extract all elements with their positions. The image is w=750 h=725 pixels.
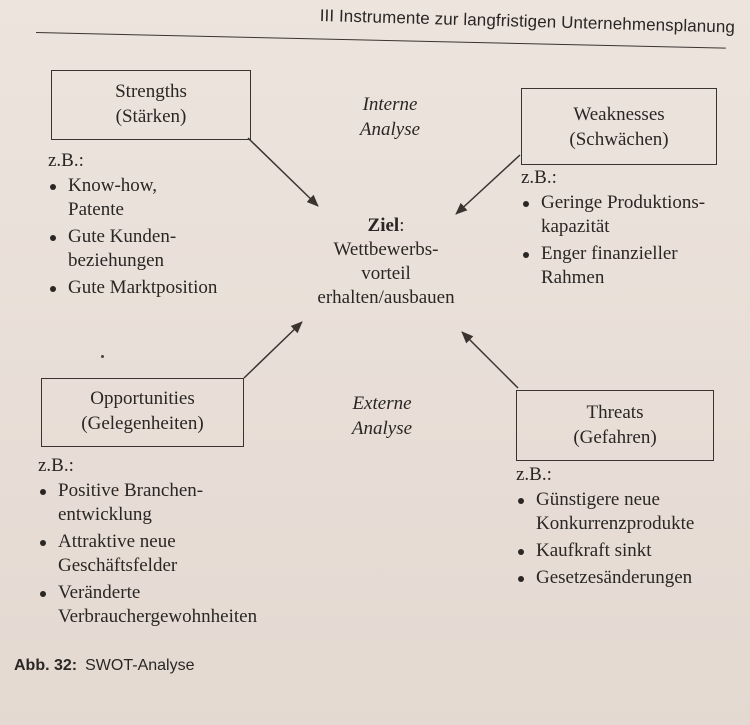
arrow-weaknesses: [455, 154, 521, 215]
opportunities-subtitle: (Gelegenheiten): [81, 413, 204, 434]
bullet-icon: [40, 540, 46, 546]
list-item: Kaufkraft sinkt: [516, 539, 694, 563]
caption-text: SWOT-Analyse: [85, 657, 195, 674]
arrow-threats: [461, 331, 519, 389]
bullet-icon: [523, 252, 529, 258]
strengths-list: Know-how,Patente Gute Kunden-beziehungen…: [48, 174, 217, 303]
strengths-box: Strengths (Stärken): [51, 70, 251, 140]
speck: [101, 355, 104, 358]
threats-subtitle: (Gefahren): [573, 427, 657, 448]
weaknesses-zb: z.B.:: [521, 167, 557, 188]
list-item: Positive Branchen-entwicklung: [38, 479, 257, 527]
list-item: Gute Marktposition: [48, 276, 217, 300]
strengths-zb: z.B.:: [48, 150, 84, 171]
goal-label: Ziel: [367, 215, 400, 236]
weaknesses-title: Weaknesses: [573, 104, 665, 125]
bullet-icon: [50, 184, 56, 190]
bullet-icon: [50, 286, 56, 292]
opportunities-box: Opportunities (Gelegenheiten): [41, 378, 244, 447]
list-item: Gute Kunden-beziehungen: [48, 225, 217, 273]
goal-line-2: vorteil: [361, 263, 411, 284]
external-analysis-label: Externe Analyse: [351, 393, 413, 439]
bullet-icon: [518, 576, 524, 582]
threats-zb: z.B.:: [516, 464, 552, 485]
threats-title: Threats: [586, 402, 644, 423]
caption-label: Abb. 32:: [14, 657, 78, 674]
strengths-subtitle: (Stärken): [115, 106, 187, 127]
weaknesses-subtitle: (Schwächen): [569, 129, 669, 150]
arrow-strengths: [247, 137, 319, 207]
weaknesses-box: Weaknesses (Schwächen): [521, 88, 717, 165]
strengths-title: Strengths: [115, 81, 187, 102]
bullet-icon: [518, 498, 524, 504]
opportunities-zb: z.B.:: [38, 455, 74, 476]
bullet-icon: [523, 201, 529, 207]
opportunities-title: Opportunities: [90, 388, 195, 409]
goal-line-1: Wettbewerbs-: [333, 239, 439, 260]
goal-line-3: erhalten/ausbauen: [317, 287, 455, 308]
bullet-icon: [518, 549, 524, 555]
arrow-opportunities: [243, 321, 303, 379]
internal-analysis-label: Interne Analyse: [359, 94, 421, 140]
threats-box: Threats (Gefahren): [516, 390, 714, 461]
list-item: Geringe Produktions-kapazität: [521, 191, 705, 239]
bullet-icon: [40, 489, 46, 495]
bullet-icon: [50, 235, 56, 241]
list-item: Know-how,Patente: [48, 174, 217, 222]
goal-block: Ziel: Wettbewerbs- vorteil erhalten/ausb…: [296, 214, 476, 310]
weaknesses-list: Geringe Produktions-kapazität Enger fina…: [521, 191, 705, 293]
opportunities-list: Positive Branchen-entwicklung Attraktive…: [38, 479, 257, 632]
figure-caption: Abb. 32: SWOT-Analyse: [14, 657, 194, 675]
list-item: Gesetzesänderungen: [516, 566, 694, 590]
bullet-icon: [40, 591, 46, 597]
